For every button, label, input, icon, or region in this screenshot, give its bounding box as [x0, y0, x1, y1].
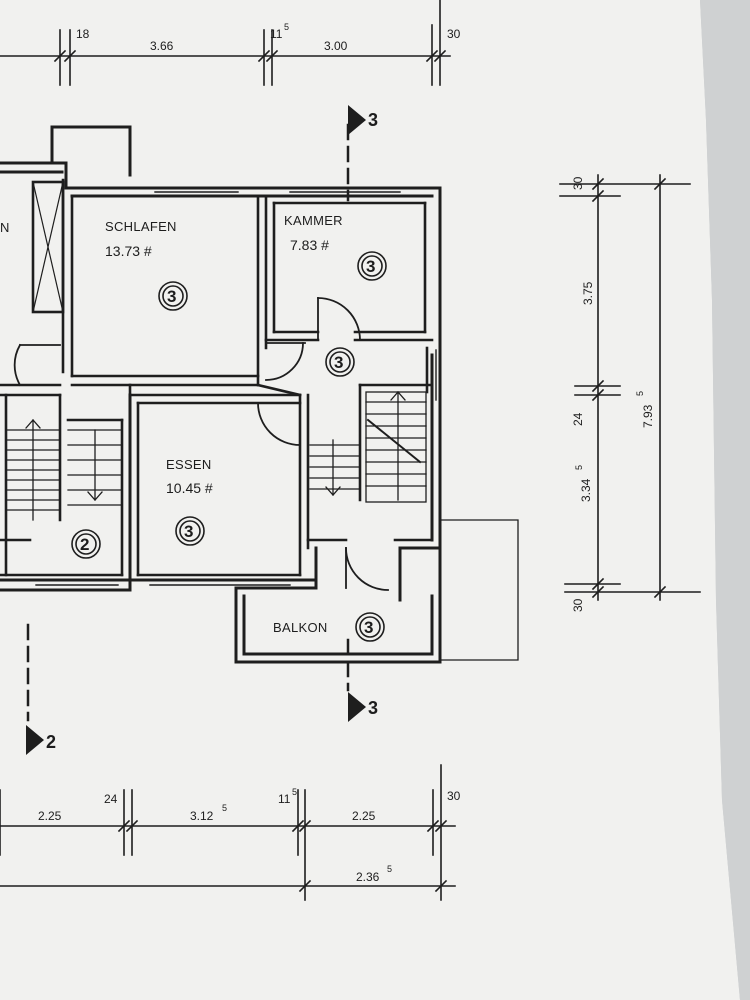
top-dim-18: 18 [76, 27, 90, 41]
bottom-dim-225-a: 2.25 [38, 809, 62, 823]
circle-markers [71, 251, 387, 642]
circle-marker-kammer: 3 [366, 257, 375, 276]
right-dim-375: 3.75 [581, 281, 595, 305]
section-flags [26, 105, 366, 755]
right-dim-3345-sup: 5 [574, 465, 584, 470]
background-surface [700, 0, 750, 1000]
circle-marker-balkon: 3 [364, 618, 373, 637]
right-dim-30-bottom: 30 [571, 598, 585, 612]
top-dim-366: 3.66 [150, 39, 174, 53]
partial-room-label: N [0, 220, 10, 235]
bottom-dim-115-sup: 5 [292, 787, 297, 797]
room-area-essen: 10.45 # [166, 480, 213, 496]
room-area-schlafen: 13.73 # [105, 243, 152, 259]
bottom-dim-2365-base: 2.36 [356, 870, 380, 884]
left-staircase [5, 419, 123, 521]
room-name-balkon: BALKON [273, 620, 328, 635]
balkon-outline [439, 519, 519, 661]
right-dim-7935-base: 7.93 [641, 404, 655, 428]
inner-walls [0, 178, 434, 577]
room-name-essen: ESSEN [166, 457, 212, 472]
circle-marker-schlafen: 3 [167, 287, 176, 306]
bottom-dim-115-base: 11 [278, 792, 291, 806]
room-name-schlafen: SCHLAFEN [105, 219, 177, 234]
section-label-top: 3 [368, 110, 378, 130]
section-label-bottom: 3 [368, 698, 378, 718]
right-staircase [309, 391, 427, 503]
right-dim-30-top: 30 [571, 176, 585, 190]
bottom-dim-24: 24 [104, 792, 118, 806]
windows [35, 187, 437, 586]
door-swings [13, 297, 389, 591]
right-dim-7935-sup: 5 [635, 391, 645, 396]
circle-marker-left-stair: 2 [80, 535, 89, 554]
bottom-dim-3125-base: 3.12 [190, 809, 214, 823]
top-dim-115-sup: 5 [284, 22, 289, 32]
bottom-dim-225-b: 2.25 [352, 809, 376, 823]
section-flag-bottom [348, 692, 366, 722]
room-area-kammer: 7.83 # [290, 237, 329, 253]
top-dim-30: 30 [447, 27, 461, 41]
section-lines [26, 123, 350, 722]
right-dim-3345-base: 3.34 [579, 478, 593, 502]
bottom-dimension-line [0, 764, 456, 901]
top-dim-115-base: 11 [270, 27, 283, 41]
section-label-left: 2 [46, 732, 56, 752]
right-dimension-line [559, 174, 701, 601]
circle-marker-essen: 3 [184, 522, 193, 541]
room-name-kammer: KAMMER [284, 213, 343, 228]
right-dim-24: 24 [571, 412, 585, 426]
top-dimension-line [0, 0, 451, 86]
bottom-dim-3125-sup: 5 [222, 803, 227, 813]
circle-marker-hall: 3 [334, 353, 343, 372]
top-dim-300: 3.00 [324, 39, 348, 53]
bottom-dim-30: 30 [447, 789, 461, 803]
section-flag-left [26, 725, 44, 755]
bottom-dim-2365-sup: 5 [387, 864, 392, 874]
section-flag-top [348, 105, 366, 135]
